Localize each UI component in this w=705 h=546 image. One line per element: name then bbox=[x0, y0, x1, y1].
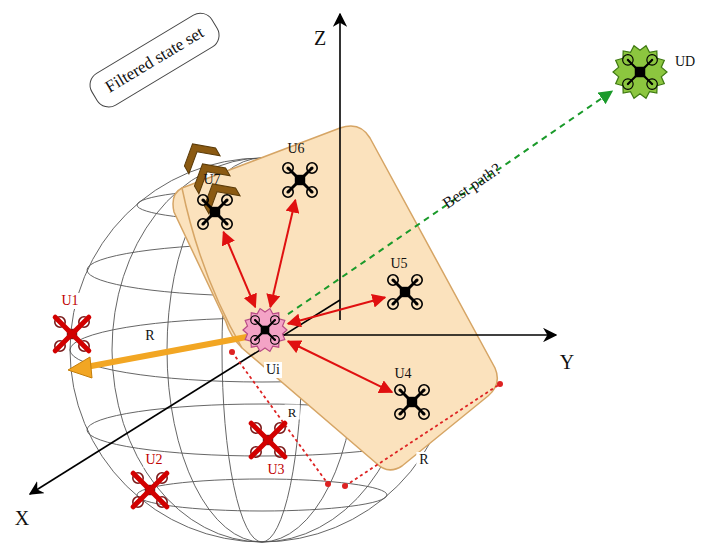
radius-label: R bbox=[285, 405, 300, 420]
drone-icon bbox=[388, 275, 422, 309]
dimension-dots bbox=[229, 349, 503, 489]
link-arrow bbox=[270, 200, 295, 307]
axis-label: Y bbox=[557, 351, 577, 373]
path-query-arrow bbox=[288, 91, 612, 314]
radius-arrow bbox=[68, 336, 252, 378]
uav-label: U2 bbox=[143, 452, 164, 468]
edge-label: Best path? bbox=[437, 158, 507, 214]
uav-node: U7 bbox=[195, 192, 235, 232]
axis-label: X bbox=[12, 507, 32, 529]
filter-region bbox=[173, 126, 497, 470]
uav-icon bbox=[280, 160, 320, 200]
uav-label: U5 bbox=[388, 256, 409, 272]
uav-label: U4 bbox=[392, 366, 413, 382]
link-arrow bbox=[288, 297, 385, 323]
region-rim bbox=[182, 188, 242, 348]
uav-icon bbox=[52, 314, 92, 354]
state-box: Filtered state set bbox=[85, 7, 226, 112]
axis-label: Z bbox=[311, 27, 329, 49]
radius-label: R bbox=[416, 452, 431, 468]
uav-node: UD bbox=[612, 44, 668, 100]
dimension-lines bbox=[232, 352, 500, 486]
uav-label: U6 bbox=[285, 141, 306, 157]
drone-icon bbox=[251, 423, 285, 457]
uav-icon bbox=[612, 44, 668, 100]
uav-label: UD bbox=[673, 54, 697, 70]
uav-node: U3 bbox=[248, 420, 288, 460]
uav-icon bbox=[195, 192, 235, 232]
drone-icon bbox=[623, 55, 658, 90]
uav-label: U3 bbox=[265, 462, 286, 478]
uav-icon bbox=[392, 382, 432, 422]
uav-node: U2 bbox=[130, 470, 170, 510]
drone-icon bbox=[198, 195, 232, 229]
uav-icon bbox=[248, 420, 288, 460]
link-arrow bbox=[288, 341, 392, 392]
link-arrow bbox=[223, 232, 255, 307]
radius-label: R bbox=[142, 328, 157, 344]
axes bbox=[30, 14, 556, 494]
uav-label: U7 bbox=[201, 172, 222, 188]
uav-node: U4 bbox=[392, 382, 432, 422]
uav-label: Ui bbox=[264, 362, 282, 378]
uav-node: U5 bbox=[385, 272, 425, 312]
uav-node: Ui bbox=[242, 307, 288, 353]
chevron-arrows bbox=[177, 135, 240, 214]
starburst bbox=[613, 46, 667, 99]
drone-icon bbox=[55, 317, 89, 351]
uav-icon bbox=[242, 307, 288, 353]
uav-label: U1 bbox=[59, 293, 80, 309]
starburst bbox=[243, 309, 287, 352]
uav-icon bbox=[385, 272, 425, 312]
uav-node: U6 bbox=[280, 160, 320, 200]
drone-icon bbox=[251, 316, 279, 344]
drone-icon bbox=[133, 473, 167, 507]
uav-icon bbox=[130, 470, 170, 510]
uav-node: U1 bbox=[52, 314, 92, 354]
box-title: Filtered state set bbox=[102, 23, 208, 98]
drone-icon bbox=[283, 163, 317, 197]
drone-icon bbox=[395, 385, 429, 419]
